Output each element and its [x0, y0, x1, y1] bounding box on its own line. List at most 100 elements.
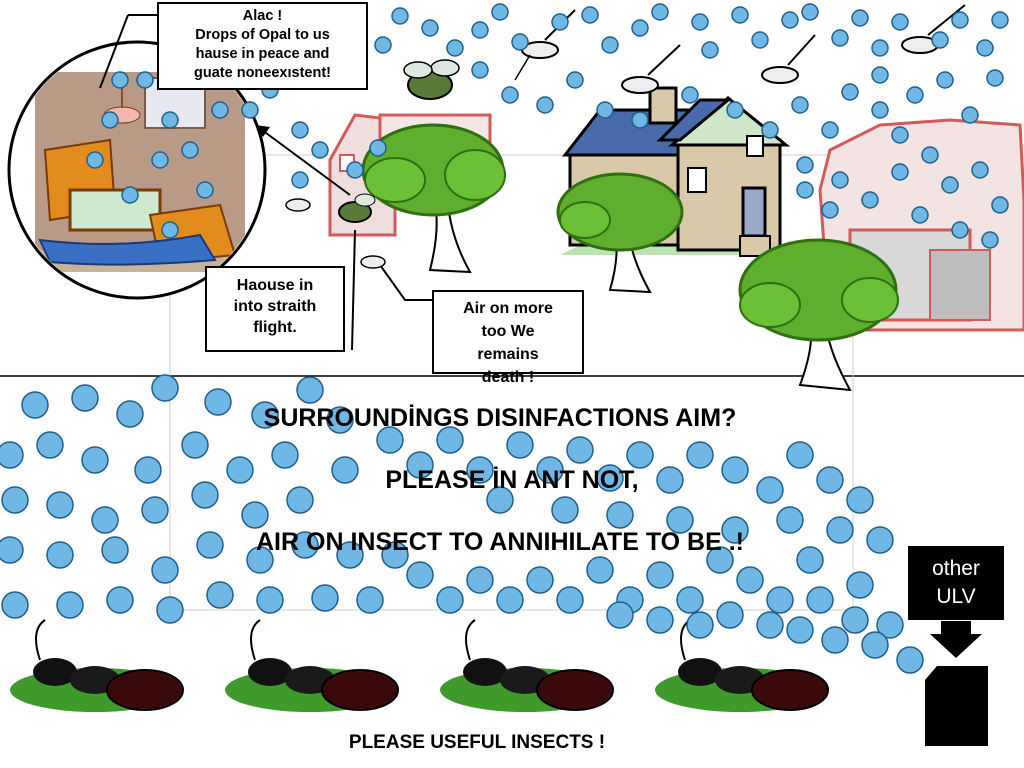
droplet-icon — [586, 556, 614, 584]
droplet-icon — [381, 541, 409, 569]
droplet-icon — [46, 541, 74, 569]
droplet-icon — [706, 546, 734, 574]
droplet-icon — [81, 446, 109, 474]
droplet-icon — [551, 496, 579, 524]
droplet-icon — [204, 388, 232, 416]
droplet-icon — [891, 13, 909, 31]
headline-line-1: SURROUNDİNGS DISINFACTIONS AIM? — [263, 404, 737, 432]
droplet-icon — [256, 586, 284, 614]
droplet-icon — [606, 501, 634, 529]
droplet-icon — [826, 516, 854, 544]
droplet-icon — [841, 606, 869, 634]
droplet-icon — [976, 39, 994, 57]
droplet-icon — [511, 33, 529, 51]
droplet-icon — [246, 546, 274, 574]
droplet-icon — [101, 536, 129, 564]
headline-line-2: PLEASE İN ANT NOT, — [385, 466, 639, 494]
droplet-icon — [0, 536, 24, 564]
callout-line: Haouse in — [236, 277, 314, 294]
droplet-icon — [861, 631, 889, 659]
droplet-icon — [861, 191, 879, 209]
droplet-icon — [756, 476, 784, 504]
droplet-icon — [921, 146, 939, 164]
droplet-icon — [251, 401, 279, 429]
callout-line: into straith — [233, 298, 317, 315]
droplet-icon — [911, 206, 929, 224]
droplet-icon — [781, 11, 799, 29]
callout-line: remains — [477, 346, 539, 363]
ulv-line: other — [932, 557, 980, 580]
droplet-icon — [891, 163, 909, 181]
droplet-icon — [941, 176, 959, 194]
droplet-icon — [56, 591, 84, 619]
droplet-icon — [86, 151, 104, 169]
droplet-icon — [151, 151, 169, 169]
tree-icon — [556, 172, 684, 294]
droplet-icon — [871, 101, 889, 119]
droplet-icon — [831, 29, 849, 47]
droplet-icon — [121, 186, 139, 204]
mosquito-icon — [621, 44, 681, 94]
sprayer-icon — [925, 666, 988, 746]
droplet-icon — [601, 36, 619, 54]
droplets-layer — [0, 3, 1009, 674]
droplet-icon — [116, 400, 144, 428]
droplet-icon — [631, 111, 649, 129]
droplet-icon — [936, 71, 954, 89]
droplet-icon — [791, 96, 809, 114]
droplet-icon — [296, 376, 324, 404]
droplet-icon — [726, 101, 744, 119]
droplet-icon — [471, 61, 489, 79]
droplet-icon — [821, 121, 839, 139]
droplet-icon — [731, 6, 749, 24]
droplet-icon — [311, 584, 339, 612]
droplet-icon — [566, 436, 594, 464]
droplet-icon — [871, 39, 889, 57]
droplet-icon — [151, 374, 179, 402]
droplet-icon — [101, 111, 119, 129]
droplet-icon — [816, 466, 844, 494]
droplet-icon — [951, 11, 969, 29]
droplet-icon — [651, 3, 669, 21]
droplet-icon — [71, 384, 99, 412]
droplet-icon — [796, 546, 824, 574]
droplet-icon — [851, 9, 869, 27]
droplet-icon — [766, 586, 794, 614]
droplet-icon — [376, 426, 404, 454]
droplet-icon — [681, 86, 699, 104]
droplet-icon — [356, 586, 384, 614]
droplet-icon — [566, 71, 584, 89]
droplet-icon — [406, 561, 434, 589]
droplet-icon — [526, 566, 554, 594]
droplet-icon — [191, 481, 219, 509]
droplet-icon — [496, 586, 524, 614]
droplet-icon — [336, 541, 364, 569]
droplet-icon — [156, 596, 184, 624]
droplet-icon — [36, 431, 64, 459]
droplet-icon — [646, 606, 674, 634]
droplet-icon — [0, 441, 24, 469]
droplet-icon — [211, 101, 229, 119]
droplet-icon — [866, 526, 894, 554]
droplet-icon — [981, 231, 999, 249]
mosquito-icon — [901, 4, 966, 54]
droplet-icon — [21, 391, 49, 419]
droplet-icon — [271, 441, 299, 469]
fly-icon — [338, 193, 376, 223]
droplet-icon — [471, 21, 489, 39]
droplet-icon — [91, 506, 119, 534]
droplet-icon — [716, 601, 744, 629]
droplet-icon — [751, 31, 769, 49]
droplet-icon — [631, 19, 649, 37]
droplet-icon — [206, 581, 234, 609]
droplet-icon — [111, 71, 129, 89]
ant-icon — [10, 619, 184, 712]
droplet-icon — [501, 86, 519, 104]
droplet-icon — [666, 506, 694, 534]
droplet-icon — [326, 406, 354, 434]
droplet-icon — [436, 586, 464, 614]
callout-alac: Alac ! Drops of Opal to us hause in peac… — [157, 2, 368, 90]
droplet-icon — [806, 586, 834, 614]
droplet-icon — [971, 161, 989, 179]
